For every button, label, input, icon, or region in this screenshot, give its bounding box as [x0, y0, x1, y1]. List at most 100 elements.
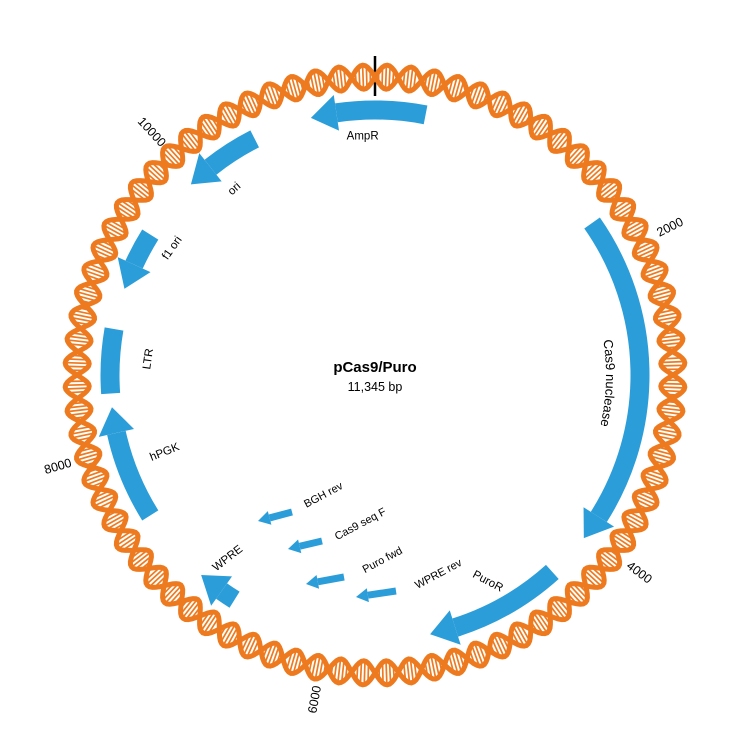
dna-rung [164, 149, 180, 165]
dna-rung [241, 636, 250, 651]
dna-rung [242, 97, 252, 114]
dna-rung [426, 73, 432, 91]
dna-rung [189, 131, 200, 145]
dna-rung [568, 589, 582, 604]
feature-arc-hpgk [107, 430, 159, 521]
dna-rung [363, 663, 366, 683]
dna-rung [551, 131, 564, 148]
dna-rung [73, 317, 92, 323]
dna-rung [585, 164, 600, 179]
dna-rung [661, 407, 681, 412]
dna-rung [365, 68, 368, 86]
dna-rung [99, 500, 114, 509]
dna-rung [554, 600, 568, 616]
dna-rung [247, 637, 257, 656]
dna-rung [245, 95, 256, 114]
dna-rung [136, 556, 151, 569]
dna-rung [661, 334, 680, 339]
dna-rung [123, 540, 137, 550]
dna-rung [132, 185, 149, 199]
dna-rung [558, 599, 569, 612]
feature-arc-label-text: Cas9 nuclease [597, 339, 618, 429]
dna-rung [599, 181, 615, 194]
dna-rung [474, 645, 483, 664]
primer-label-wpre-rev: WPRE rev [413, 557, 464, 592]
dna-rung [664, 389, 681, 393]
dna-rung [69, 358, 86, 361]
dna-rung [271, 647, 280, 664]
dna-rung [230, 105, 239, 120]
primer-arrowhead-puro-fwd [306, 574, 320, 589]
dna-rung [111, 220, 125, 230]
dna-rung [568, 146, 581, 161]
dna-rung [337, 661, 342, 681]
dna-rung [68, 365, 86, 368]
dna-rung [263, 89, 271, 105]
dna-rung [313, 73, 319, 93]
dna-rung [67, 383, 87, 387]
dna-rung [185, 132, 199, 149]
feature-arc-f1-ori [125, 229, 159, 269]
dna-rung [134, 182, 151, 196]
scale-label-10000: 10000 [135, 114, 169, 149]
dna-rung [107, 222, 125, 234]
feature-label-wpre: WPRE [211, 543, 246, 574]
dna-rung [613, 200, 627, 211]
scale-label-6000: 6000 [305, 684, 324, 714]
dna-rung [659, 309, 674, 314]
dna-rung [638, 248, 656, 258]
dna-rung [69, 408, 89, 413]
dna-rung [70, 390, 85, 394]
dna-rung [117, 533, 135, 545]
dna-rung [413, 72, 417, 88]
feature-label-hpgk: hPGK [148, 441, 181, 464]
dna-rung [149, 164, 165, 180]
dna-rung [497, 636, 507, 653]
dna-rung [652, 290, 672, 298]
dna-rung [493, 94, 504, 113]
dna-rung [478, 88, 486, 105]
feature-arc-ltr [100, 327, 124, 395]
dna-rung [434, 658, 440, 675]
dna-rung [616, 532, 633, 544]
dna-rung [251, 640, 259, 655]
dna-rung [531, 117, 542, 132]
feature-arc-ori [204, 130, 260, 175]
dna-rung [147, 569, 163, 584]
dna-rung [73, 429, 92, 435]
feature-arrowhead-hpgk [98, 407, 135, 437]
dna-rung [663, 364, 683, 367]
dna-rung [604, 550, 619, 562]
dna-rung [270, 85, 278, 104]
primer-arrowhead-wpre-rev [356, 588, 369, 603]
dna-rung [648, 273, 664, 280]
dna-rung [186, 603, 199, 619]
dna-rung [553, 133, 568, 150]
dna-rung [664, 357, 681, 360]
dna-rung [636, 498, 652, 508]
dna-rung [266, 86, 275, 105]
dna-rung [638, 492, 656, 501]
dna-rung [74, 426, 90, 431]
dna-rung [450, 78, 458, 97]
dna-rung [220, 111, 230, 125]
dna-rung [317, 73, 323, 92]
dna-rung [629, 228, 645, 238]
dna-rung [333, 662, 338, 679]
dna-rung [78, 291, 98, 299]
dna-rung [658, 428, 677, 434]
feature-arc-label-cas9-nuclease: Cas9 nuclease [597, 339, 618, 429]
dna-rung [118, 203, 136, 216]
dna-rung [288, 80, 295, 98]
plasmid-size: 11,345 bp [348, 380, 403, 394]
primer-arrow-line-bgh-rev [268, 508, 293, 522]
dna-rung [409, 69, 414, 89]
dna-rung [613, 202, 631, 215]
dna-rung [657, 431, 677, 438]
dna-rung [646, 472, 665, 481]
dna-rung [96, 496, 114, 506]
dna-rung [81, 457, 98, 464]
dna-rung [550, 606, 561, 619]
dna-rung [203, 118, 216, 136]
